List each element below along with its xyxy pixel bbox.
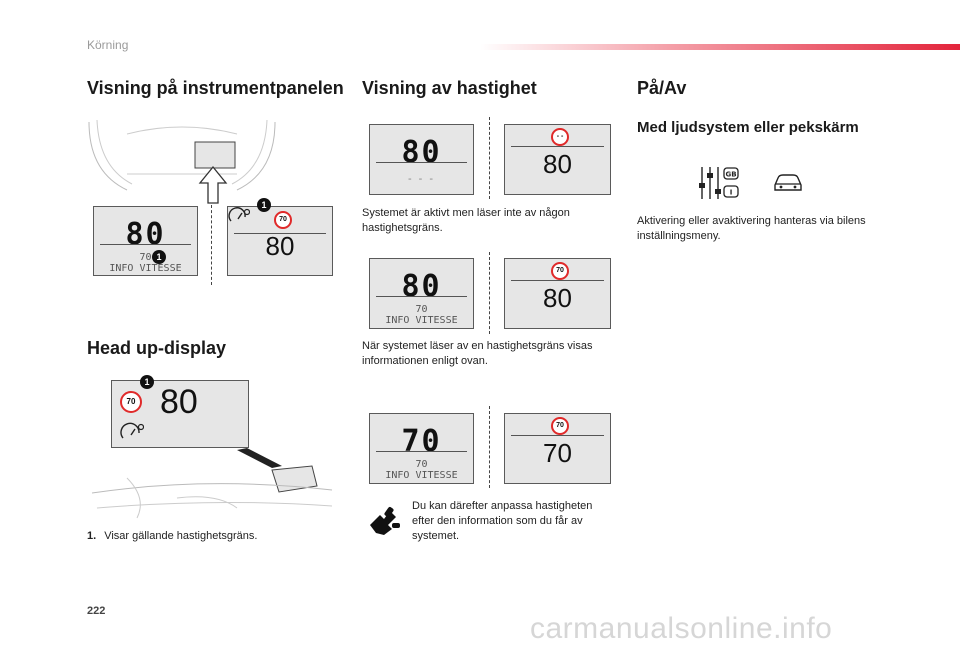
row1-left-dashes: - - - [407,173,436,185]
row2-right-screen: 70 80 [504,258,611,329]
row3-left-limit: 70 [415,459,428,470]
divider-line [234,232,326,234]
car-icon [774,174,802,191]
audio-touchscreen-subtitle: Med ljudsystem eller pekskärm [637,119,859,136]
hand-adjust-icon [370,506,400,535]
speed-limit-sign-icon: 70 [274,211,292,229]
row2-caption: När systemet läser av en hastighetsgräns… [362,340,593,367]
speedometer-icon [228,207,250,222]
up-arrow-icon [198,165,228,204]
divider-line [511,434,604,436]
panel-right-speed: 80 [265,231,295,261]
panel-separator [211,205,212,285]
row1-left-speed: 80 [401,135,442,170]
panel-left-label: INFO VITESSE [109,263,182,274]
panel-left-speed: 80 [125,217,166,252]
hud-screen: 70 80 [111,380,249,448]
row1-caption: Systemet är aktivt men läser inte av någ… [362,207,570,234]
header-accent-bar [480,44,960,50]
row-separator [489,117,490,199]
row1-left-screen: 80 - - - [369,124,474,195]
speed-limit-sign-icon: 70 [120,391,142,413]
panel-right-screen: 70 80 [227,206,333,276]
list-item-text: Visar gällande hastighetsgräns. [104,530,258,542]
panel-left-screen: 80 70 INFO VITESSE [93,206,198,276]
row-separator [489,252,490,334]
divider-line [376,296,467,298]
windshield-illustration [91,448,333,519]
speedometer-icon [120,422,144,439]
callout-marker: 1 [140,375,154,389]
hud-speed: 80 [160,383,198,421]
row3-left-label: INFO VITESSE [385,470,458,481]
on-off-title: På/Av [637,78,687,98]
speed-limit-sign-icon: 70 [551,262,569,280]
row1-right-screen: - - 80 [504,124,611,195]
panel-left-limit: 70 [139,252,152,263]
row2-left-speed: 80 [401,269,442,304]
watermark: carmanualsonline.info [530,612,833,645]
row2-left-screen: 80 70 INFO VITESSE [369,258,474,329]
divider-line [376,451,467,453]
speed-limit-sign-icon: 70 [551,417,569,435]
instrument-panel-title: Visning på instrumentpanelen [87,78,344,98]
list-item-number: 1. [87,530,97,542]
divider-line [100,243,191,245]
divider-line [511,145,604,147]
row3-left-speed: 70 [401,424,442,459]
row3-right-screen: 70 70 [504,413,611,484]
on-off-description: Aktivering eller avaktivering hanteras v… [637,215,866,242]
callout-marker: 1 [152,250,166,264]
page-number: 222 [87,605,106,617]
callout-marker: 1 [257,198,271,212]
speed-limit-sign-icon: - - [551,128,569,146]
speed-display-title: Visning av hastighet [362,78,537,98]
dashboard-illustration [88,119,276,191]
settings-sliders-icon: GB I [699,167,739,199]
divider-line [376,162,467,164]
row1-right-speed: 80 [543,149,572,179]
row-separator [489,406,490,488]
row2-left-limit: 70 [415,304,428,315]
language-badge-top: GB [725,171,736,179]
row3-note: Du kan därefter anpassa hastigheten efte… [412,500,593,542]
row3-left-screen: 70 70 INFO VITESSE [369,413,474,484]
divider-line [511,279,604,281]
row2-left-label: INFO VITESSE [385,315,458,326]
row3-right-speed: 70 [543,438,572,468]
section-label: Körning [87,38,129,52]
list-item: 1. Visar gällande hastighetsgräns. [87,530,257,542]
hud-title: Head up-display [87,338,227,358]
language-badge-bottom: I [730,189,733,197]
row2-right-speed: 80 [543,283,572,313]
